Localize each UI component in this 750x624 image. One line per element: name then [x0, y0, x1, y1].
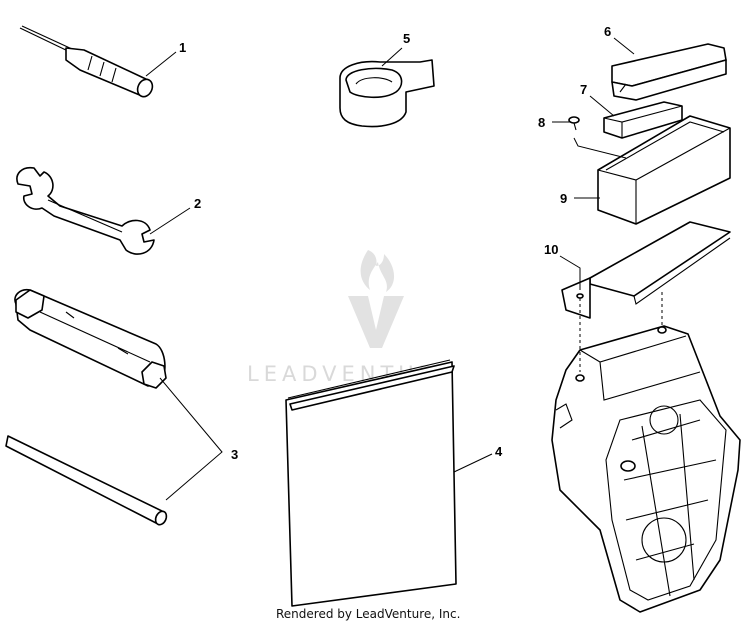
tool-box — [597, 115, 731, 225]
screwdriver — [19, 25, 154, 98]
callout-4: 4 — [495, 444, 503, 459]
footer-credit: Rendered by LeadVenture, Inc. — [276, 607, 460, 621]
callout-2: 2 — [194, 196, 201, 211]
callout-7: 7 — [580, 82, 587, 97]
callout-8: 8 — [538, 115, 545, 130]
tape-roll — [339, 59, 435, 128]
callout-5: 5 — [403, 31, 410, 46]
recoil-housing — [551, 325, 741, 613]
tube-wrench — [14, 288, 167, 389]
callout-1: 1 — [179, 40, 186, 55]
owners-manual — [285, 359, 457, 607]
bracket — [561, 221, 731, 319]
callout-6: 6 — [604, 24, 611, 39]
screw — [568, 116, 580, 131]
callout-3: 3 — [231, 447, 238, 462]
callout-9: 9 — [560, 191, 567, 206]
wrench — [16, 166, 155, 255]
callout-10: 10 — [544, 242, 558, 257]
callouts: 1 2 3 4 5 6 7 8 9 10 — [179, 24, 611, 462]
tool-box-lid — [611, 43, 727, 101]
tommy-bar — [5, 435, 168, 526]
flame-v-logo-icon — [348, 250, 404, 348]
leader-lines — [145, 37, 663, 501]
